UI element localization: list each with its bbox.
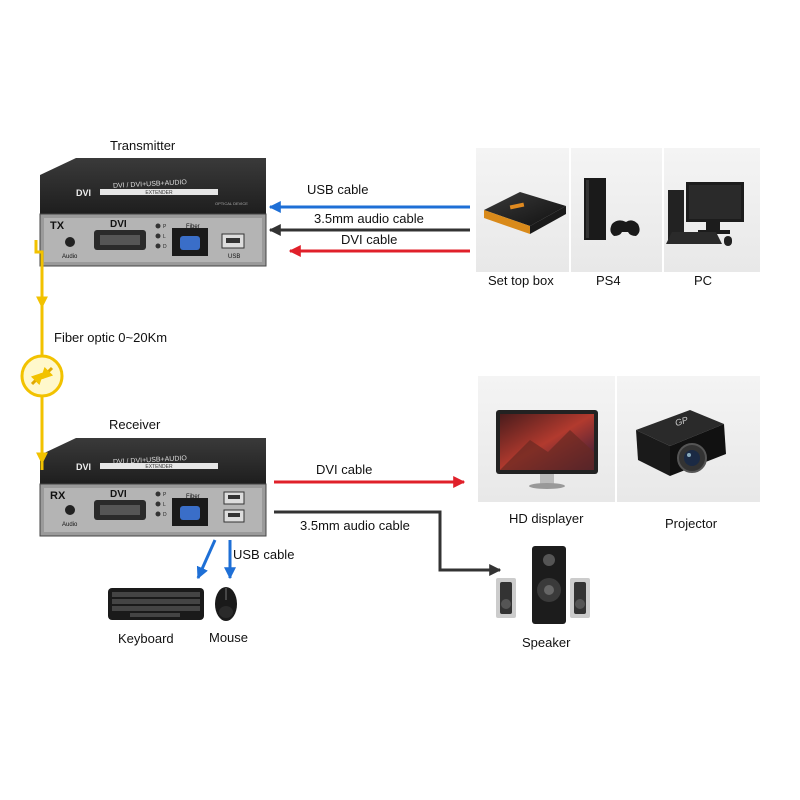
hd-monitor-icon <box>496 410 598 489</box>
rx-band-text: EXTENDER <box>145 464 173 470</box>
mouse-label: Mouse <box>209 630 249 645</box>
usb-cable-out-label: USB cable <box>233 547 295 562</box>
transmitter-title: Transmitter <box>110 138 176 153</box>
speaker-label: Speaker <box>522 635 571 650</box>
receiver-title: Receiver <box>109 417 161 432</box>
rx-top-text: DVI / DVI+USB+AUDIO <box>113 455 188 466</box>
tx-small-text: OPTICAL DEVICE <box>215 201 248 206</box>
audio-cable-in-label: 3.5mm audio cable <box>314 211 424 226</box>
rx-led-d: D <box>163 512 167 518</box>
rx-led-l: L <box>163 502 166 508</box>
rx-port-dvi-label: DVI <box>110 489 127 500</box>
rx-tag: RX <box>50 490 66 502</box>
fiber-optic-line <box>20 240 64 470</box>
keyboard-icon <box>108 588 204 620</box>
tx-brand-text: DVI <box>76 188 91 198</box>
usb-cable-in-label: USB cable <box>307 182 369 197</box>
tx-led-p: P <box>163 224 167 230</box>
pc-computer-icon <box>666 182 744 246</box>
tx-port-fiber-label: Fiber <box>186 224 200 230</box>
receiver-box: DVI / DVI+USB+AUDIO DVI EXTENDER RX DVI … <box>39 438 267 537</box>
rx-brand-text: DVI <box>76 462 91 472</box>
tx-port-dvi-label: DVI <box>110 219 127 230</box>
rx-led-p: P <box>163 492 167 498</box>
display-label-projector: Projector <box>665 516 718 531</box>
keyboard-label: Keyboard <box>118 631 174 646</box>
ps4-console-icon <box>584 178 640 240</box>
tx-port-usb-label: USB <box>228 254 240 260</box>
source-label-pc: PC <box>694 273 713 288</box>
tx-audio-jack <box>65 237 75 247</box>
rx-band <box>100 463 218 469</box>
display-label-hd-displayer: HD displayer <box>509 511 584 526</box>
speaker-icon <box>496 546 590 624</box>
source-label-ps4: PS4 <box>596 273 621 288</box>
mouse-icon <box>215 587 237 621</box>
set-top-box-icon <box>484 192 566 234</box>
tx-port-audio-label: Audio <box>62 254 78 260</box>
tx-band-text: EXTENDER <box>145 190 173 196</box>
source-label-set-top-box: Set top box <box>488 273 554 288</box>
rx-port-fiber-label: Fiber <box>186 494 200 500</box>
rx-audio-jack <box>65 505 75 515</box>
tx-band <box>100 189 218 195</box>
fiber-optic-label: Fiber optic 0~20Km <box>54 330 168 345</box>
usb-cable-out-line-1 <box>196 539 217 580</box>
dvi-cable-in-label: DVI cable <box>341 232 398 247</box>
audio-cable-out-line <box>274 510 502 576</box>
source-devices-panel <box>476 148 760 272</box>
dvi-cable-out-label: DVI cable <box>316 462 373 477</box>
tx-led-l: L <box>163 234 166 240</box>
projector-brand-text: GP <box>674 415 689 429</box>
rx-port-audio-label: Audio <box>62 522 78 528</box>
projector-icon: GP <box>636 410 726 476</box>
transmitter-box: DVI / DVI+USB+AUDIO DVI EXTENDER OPTICAL… <box>39 158 267 267</box>
tx-led-d: D <box>163 244 167 250</box>
tx-top-text: DVI / DVI+USB+AUDIO <box>113 179 188 190</box>
audio-cable-out-label: 3.5mm audio cable <box>300 518 410 533</box>
display-devices-panel: GP <box>478 376 760 502</box>
tx-tag: TX <box>50 220 65 232</box>
